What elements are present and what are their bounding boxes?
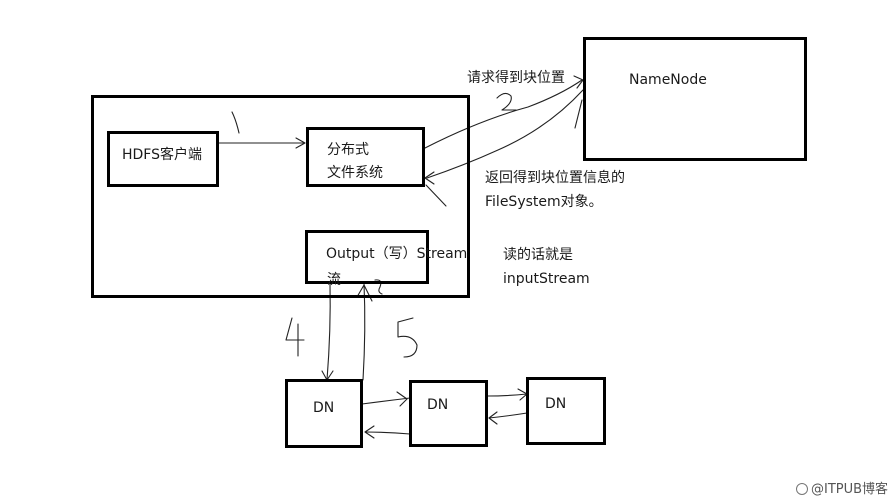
step-3-mark — [374, 279, 383, 295]
datanode-box-2 — [409, 380, 488, 447]
namenode-box — [583, 37, 807, 161]
namenode-label: NameNode — [629, 72, 707, 88]
dfs-label-line2: 文件系统 — [327, 165, 383, 181]
arrow-dn2-to-dn3 — [486, 393, 528, 397]
datanode-box-1 — [285, 379, 363, 448]
arrow-dn2-to-dn1 — [364, 431, 411, 435]
datanode-label-1: DN — [313, 400, 335, 416]
datanode-label-3: DN — [545, 396, 567, 412]
hdfs-client-box — [107, 131, 219, 187]
step-4-mark — [285, 317, 305, 357]
watermark: @ITPUB博客 — [796, 478, 888, 497]
arrowhead-client-dfs — [295, 137, 306, 149]
return-tail — [425, 184, 447, 207]
datanode-label-2: DN — [427, 397, 449, 413]
dfs-box — [306, 127, 425, 187]
datanode-box-3 — [526, 377, 606, 445]
arrowhead-dn2 — [396, 391, 408, 407]
annotation-read-line2: inputStream — [503, 271, 590, 287]
arrow-stream-to-dn — [326, 282, 331, 381]
watermark-logo-icon — [796, 483, 808, 495]
arrow-dn3-to-dn2 — [488, 412, 528, 419]
arrow-dfs-to-namenode — [424, 79, 583, 149]
annotation-request-block: 请求得到块位置 — [467, 70, 565, 86]
step-2-mark — [496, 92, 517, 111]
output-stream-sub: 流 — [327, 272, 341, 288]
output-stream-label: Output（写）Stream — [326, 246, 468, 262]
arrow-namenode-return-1 — [426, 89, 584, 179]
annotation-read-line1: 读的话就是 — [503, 247, 573, 263]
step-5-mark — [397, 317, 418, 358]
arrow-namenode-return-2 — [574, 99, 583, 129]
arrowhead-dn1 — [364, 425, 375, 439]
dfs-label-line1: 分布式 — [327, 142, 369, 158]
step-1-mark — [231, 111, 240, 134]
arrow-dn-to-stream — [362, 282, 366, 381]
arrowhead-dn2-back — [488, 411, 498, 425]
output-stream-box — [305, 230, 429, 284]
arrowhead-return — [424, 171, 435, 185]
hdfs-client-label: HDFS客户端 — [122, 147, 203, 163]
watermark-text: @ITPUB博客 — [811, 482, 889, 497]
annotation-return-line1: 返回得到块位置信息的 — [485, 170, 625, 186]
client-container — [91, 95, 470, 298]
annotation-return-line2: FileSystem对象。 — [485, 194, 603, 210]
